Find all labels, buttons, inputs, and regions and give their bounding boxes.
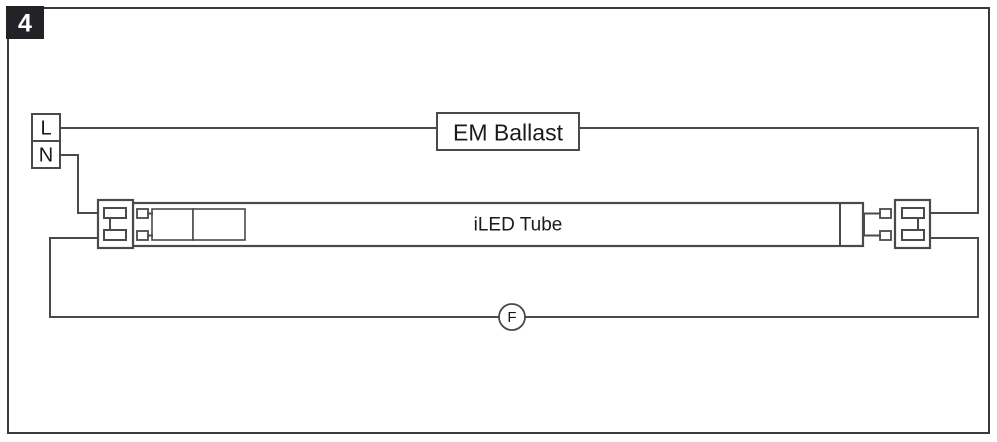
fuse-marker[interactable]: F bbox=[498, 303, 526, 331]
tube-internal-module-2 bbox=[192, 208, 246, 241]
wire-fuse-to-right-cap bbox=[524, 237, 979, 318]
terminal-neutral-box[interactable] bbox=[31, 140, 61, 169]
step-badge-number: 4 bbox=[18, 10, 32, 38]
fuse-label: F bbox=[507, 309, 516, 326]
wire-neutral-to-left-cap bbox=[59, 154, 99, 214]
em-ballast-box[interactable] bbox=[436, 112, 580, 151]
right-pin-stub-lower bbox=[879, 230, 892, 241]
left-pin-stub-upper bbox=[136, 208, 149, 219]
wire-left-cap-to-fuse bbox=[49, 237, 500, 318]
tube-left-end-cap bbox=[96, 198, 153, 250]
right-pin-internal-link bbox=[863, 212, 881, 237]
step-badge-background bbox=[6, 6, 44, 39]
iled-tube-component[interactable]: iLED Tube bbox=[96, 198, 932, 250]
tube-right-end-cap bbox=[863, 198, 932, 250]
left-cap-pin-upper bbox=[103, 207, 127, 219]
em-ballast-component[interactable]: EM Ballast bbox=[436, 112, 580, 151]
wiring-layer bbox=[49, 127, 979, 318]
supply-terminal-block: L N bbox=[31, 113, 61, 169]
tube-internal-module-1 bbox=[151, 208, 194, 241]
em-ballast-label: EM Ballast bbox=[453, 120, 564, 146]
right-cap-pin-upper bbox=[901, 207, 925, 219]
terminal-live-label: L bbox=[40, 118, 51, 140]
left-cap-pin-lower bbox=[103, 229, 127, 241]
fuse-circle[interactable] bbox=[498, 303, 526, 331]
tube-body bbox=[131, 201, 865, 248]
left-pin-stub-lower bbox=[136, 230, 149, 241]
right-cap-pin-lower bbox=[901, 229, 925, 241]
step-number-badge: 4 bbox=[6, 6, 44, 39]
wire-ballast-to-right-cap bbox=[578, 127, 979, 214]
right-pin-stub-upper bbox=[879, 208, 892, 219]
iled-tube-label: iLED Tube bbox=[474, 215, 563, 236]
terminal-neutral-label: N bbox=[39, 145, 53, 167]
